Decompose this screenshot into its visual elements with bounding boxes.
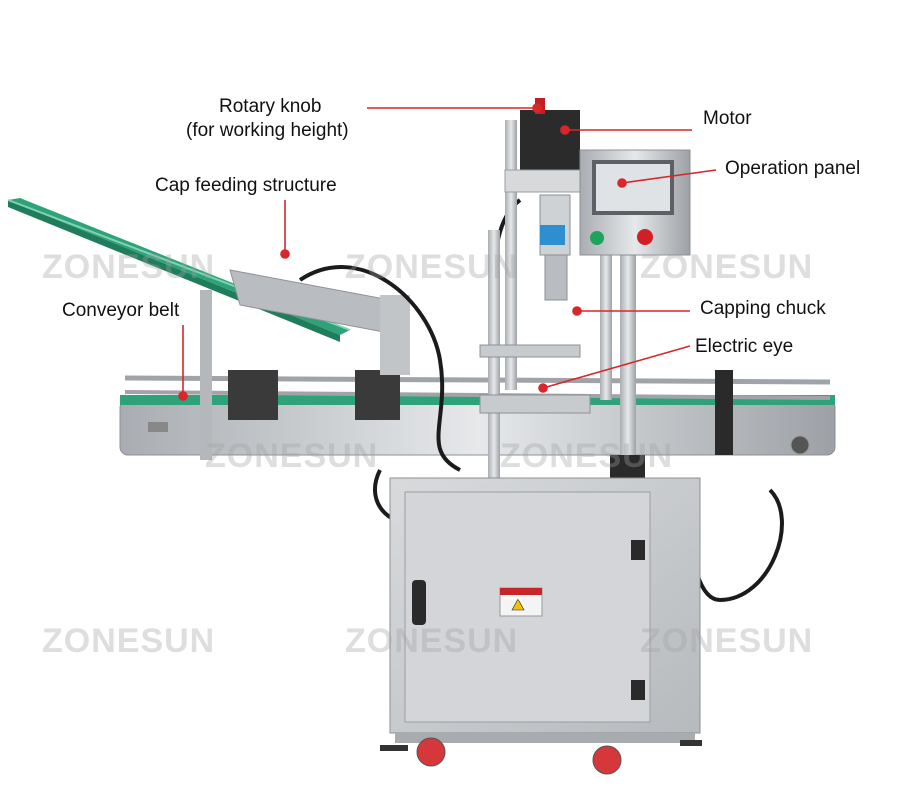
callout-electric-eye: Electric eye bbox=[695, 336, 794, 357]
callout-capping-chuck: Capping chuck bbox=[700, 298, 826, 319]
callout-operation-panel: Operation panel bbox=[725, 158, 861, 179]
watermark: ZONESUN bbox=[345, 622, 519, 660]
callout-conveyor-belt: Conveyor belt bbox=[62, 300, 180, 321]
watermark: ZONESUN bbox=[42, 622, 216, 660]
watermark: ZONESUN bbox=[345, 248, 519, 286]
feeder-frame bbox=[200, 290, 410, 460]
watermark: ZONESUN bbox=[205, 437, 379, 475]
callout-lines bbox=[178, 103, 717, 401]
operation-panel-housing bbox=[579, 149, 691, 256]
cap-feeding-chute bbox=[7, 198, 401, 342]
callout-rotary-knob-sub: (for working height) bbox=[186, 120, 349, 141]
caster-wheels bbox=[380, 733, 702, 775]
watermark: ZONESUN bbox=[640, 248, 814, 286]
warning-sticker-title: Warning bbox=[503, 596, 522, 602]
callout-cap-feeding-structure: Cap feeding structure bbox=[155, 175, 337, 196]
machine-cabinet bbox=[389, 477, 701, 734]
watermark: ZONESUN bbox=[500, 437, 674, 475]
watermark: ZONESUN bbox=[42, 248, 216, 286]
conveyor-frame bbox=[119, 370, 836, 456]
callout-motor: Motor bbox=[703, 108, 752, 129]
callout-rotary-knob: Rotary knob bbox=[219, 96, 322, 117]
watermark: ZONESUN bbox=[640, 622, 814, 660]
